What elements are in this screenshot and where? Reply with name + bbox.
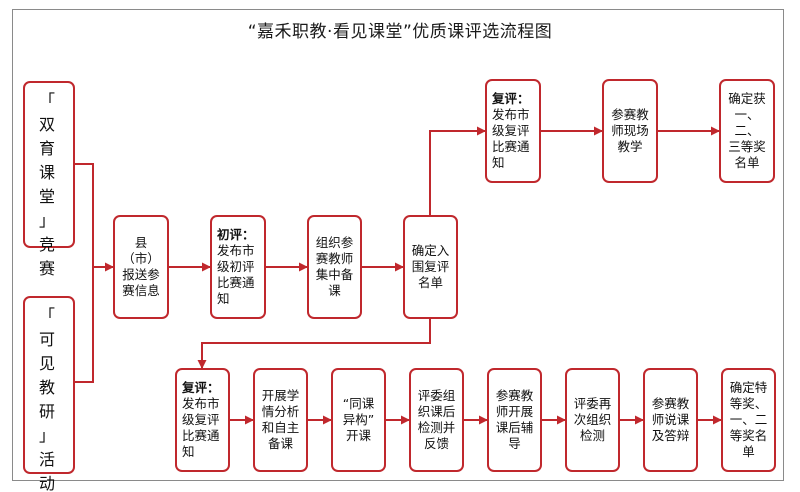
node-student-analysis: 开展学 情分析 和自主 备课 bbox=[253, 368, 308, 472]
connector-kejian-merge bbox=[74, 267, 94, 383]
node-shuangyu-competition: 「 双 育 课 堂 」 竞 赛 bbox=[23, 81, 75, 278]
node-lesson-defense: 参赛教 师说课 及答辩 bbox=[643, 368, 698, 472]
node-tongke-yigou: “同课 异构” 开课 bbox=[331, 368, 386, 472]
node-awards-b: 确定特 等奖、 一、二 等奖名 单 bbox=[721, 368, 776, 472]
node-county-report: 县（市） 报送参 赛信息 bbox=[113, 215, 169, 319]
connector-shuangyu-merge bbox=[74, 163, 94, 267]
node-confirm-finalists: 确定入 围复评 名单 bbox=[403, 215, 458, 319]
node-onsite-teaching: 参赛教 师现场 教学 bbox=[602, 79, 658, 183]
node-after-class-tutoring: 参赛教 师开展 课后辅 导 bbox=[487, 368, 542, 472]
node-group-prep: 组织参 赛教师 集中备 课 bbox=[307, 215, 362, 319]
node-first-review: 初评： 发布市 级初评 比赛通 知 bbox=[210, 215, 266, 319]
diagram-title: “嘉禾职教·看见课堂”优质课评选流程图 bbox=[247, 22, 553, 42]
node-judges-feedback: 评委组 织课后 检测并 反馈 bbox=[409, 368, 464, 472]
node-awards-a: 确定获 一、二、 三等奖 名单 bbox=[719, 79, 775, 183]
node-review-a: 复评： 发布市 级复评 比赛通 知 bbox=[485, 79, 541, 183]
diagram-frame bbox=[12, 9, 784, 481]
node-kejian-activity: 「 可 见 教 研 」 活 动 bbox=[23, 296, 75, 492]
arrow-confirm-to-review-a bbox=[429, 126, 486, 215]
node-second-test: 评委再 次组织 检测 bbox=[565, 368, 620, 472]
arrow-confirm-to-review-b bbox=[197, 319, 431, 369]
node-review-b: 复评： 发布市 级复评 比赛通 知 bbox=[175, 368, 230, 472]
